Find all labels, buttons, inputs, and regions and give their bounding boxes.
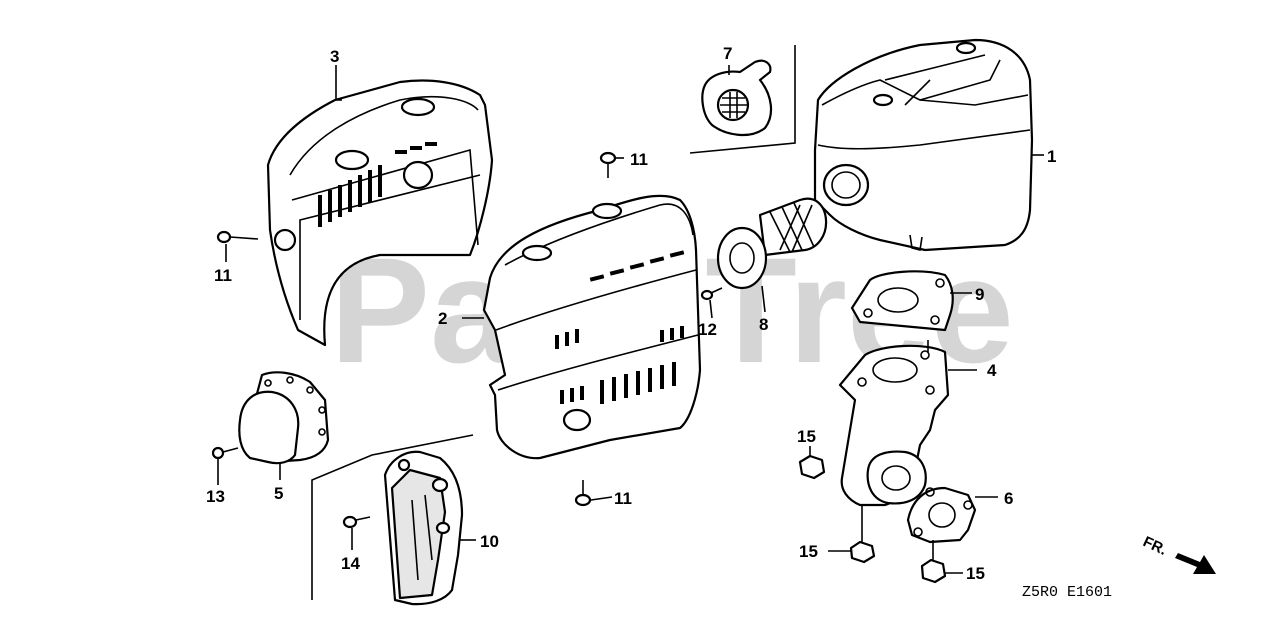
nut-15-c[interactable] (920, 540, 947, 584)
callout-3: 3 (330, 47, 339, 66)
nut-15-b[interactable] (849, 505, 876, 564)
callout-11-bottom: 11 (614, 489, 632, 508)
callout-9: 9 (975, 285, 984, 304)
callout-13: 13 (206, 487, 225, 506)
callout-6: 6 (1004, 489, 1013, 508)
leader-lines (217, 65, 1044, 574)
callout-5: 5 (274, 484, 283, 503)
callout-7: 7 (723, 44, 732, 63)
callout-15-b: 15 (799, 542, 818, 561)
bolt-11-c[interactable] (574, 480, 592, 507)
part-2-vent-slots (555, 250, 685, 404)
callout-15-c: 15 (966, 564, 985, 583)
front-direction-indicator: FR. (1140, 533, 1216, 574)
part-1-muffler[interactable] (813, 38, 1034, 252)
screw-14[interactable] (342, 515, 371, 529)
callout-12: 12 (698, 320, 717, 339)
callout-11-top: 11 (630, 150, 648, 169)
part-4-exhaust-pipe[interactable] (838, 340, 950, 507)
screw-13[interactable] (211, 446, 239, 460)
part-2-muffler-cover[interactable] (482, 194, 702, 460)
diagram-code: Z5R0 E1601 (1022, 584, 1112, 601)
part-5-cap[interactable] (238, 371, 330, 465)
part-7-spark-arrester[interactable] (689, 45, 796, 154)
callout-15-a: 15 (797, 427, 816, 446)
callout-10: 10 (480, 532, 499, 551)
bolt-11-a[interactable] (216, 230, 259, 244)
callout-4: 4 (987, 361, 997, 380)
part-9-gasket[interactable] (850, 270, 954, 332)
pipe-mesh (769, 202, 815, 253)
bolt-11-b[interactable] (599, 151, 617, 178)
callout-8: 8 (759, 315, 768, 334)
callout-labels: 1 2 3 4 5 6 7 8 9 10 11 11 11 12 13 14 1… (206, 44, 1056, 583)
part-3-vent-slots (318, 142, 437, 227)
callout-2: 2 (438, 309, 447, 328)
fr-label: FR. (1140, 533, 1169, 559)
callout-11-left: 11 (214, 266, 232, 285)
part-10-deflector[interactable] (311, 434, 474, 606)
part-6-gasket[interactable] (906, 486, 977, 544)
part-3-muffler-protector[interactable] (266, 79, 494, 347)
cap-holes (264, 376, 326, 436)
nut-15-a[interactable] (798, 454, 826, 480)
fr-arrow-icon (1175, 553, 1216, 574)
part-8-tail-pipe[interactable] (716, 197, 828, 290)
callout-1: 1 (1047, 147, 1056, 166)
screw-12[interactable] (700, 287, 723, 301)
callout-14: 14 (341, 554, 360, 573)
screen-mesh (720, 92, 747, 118)
